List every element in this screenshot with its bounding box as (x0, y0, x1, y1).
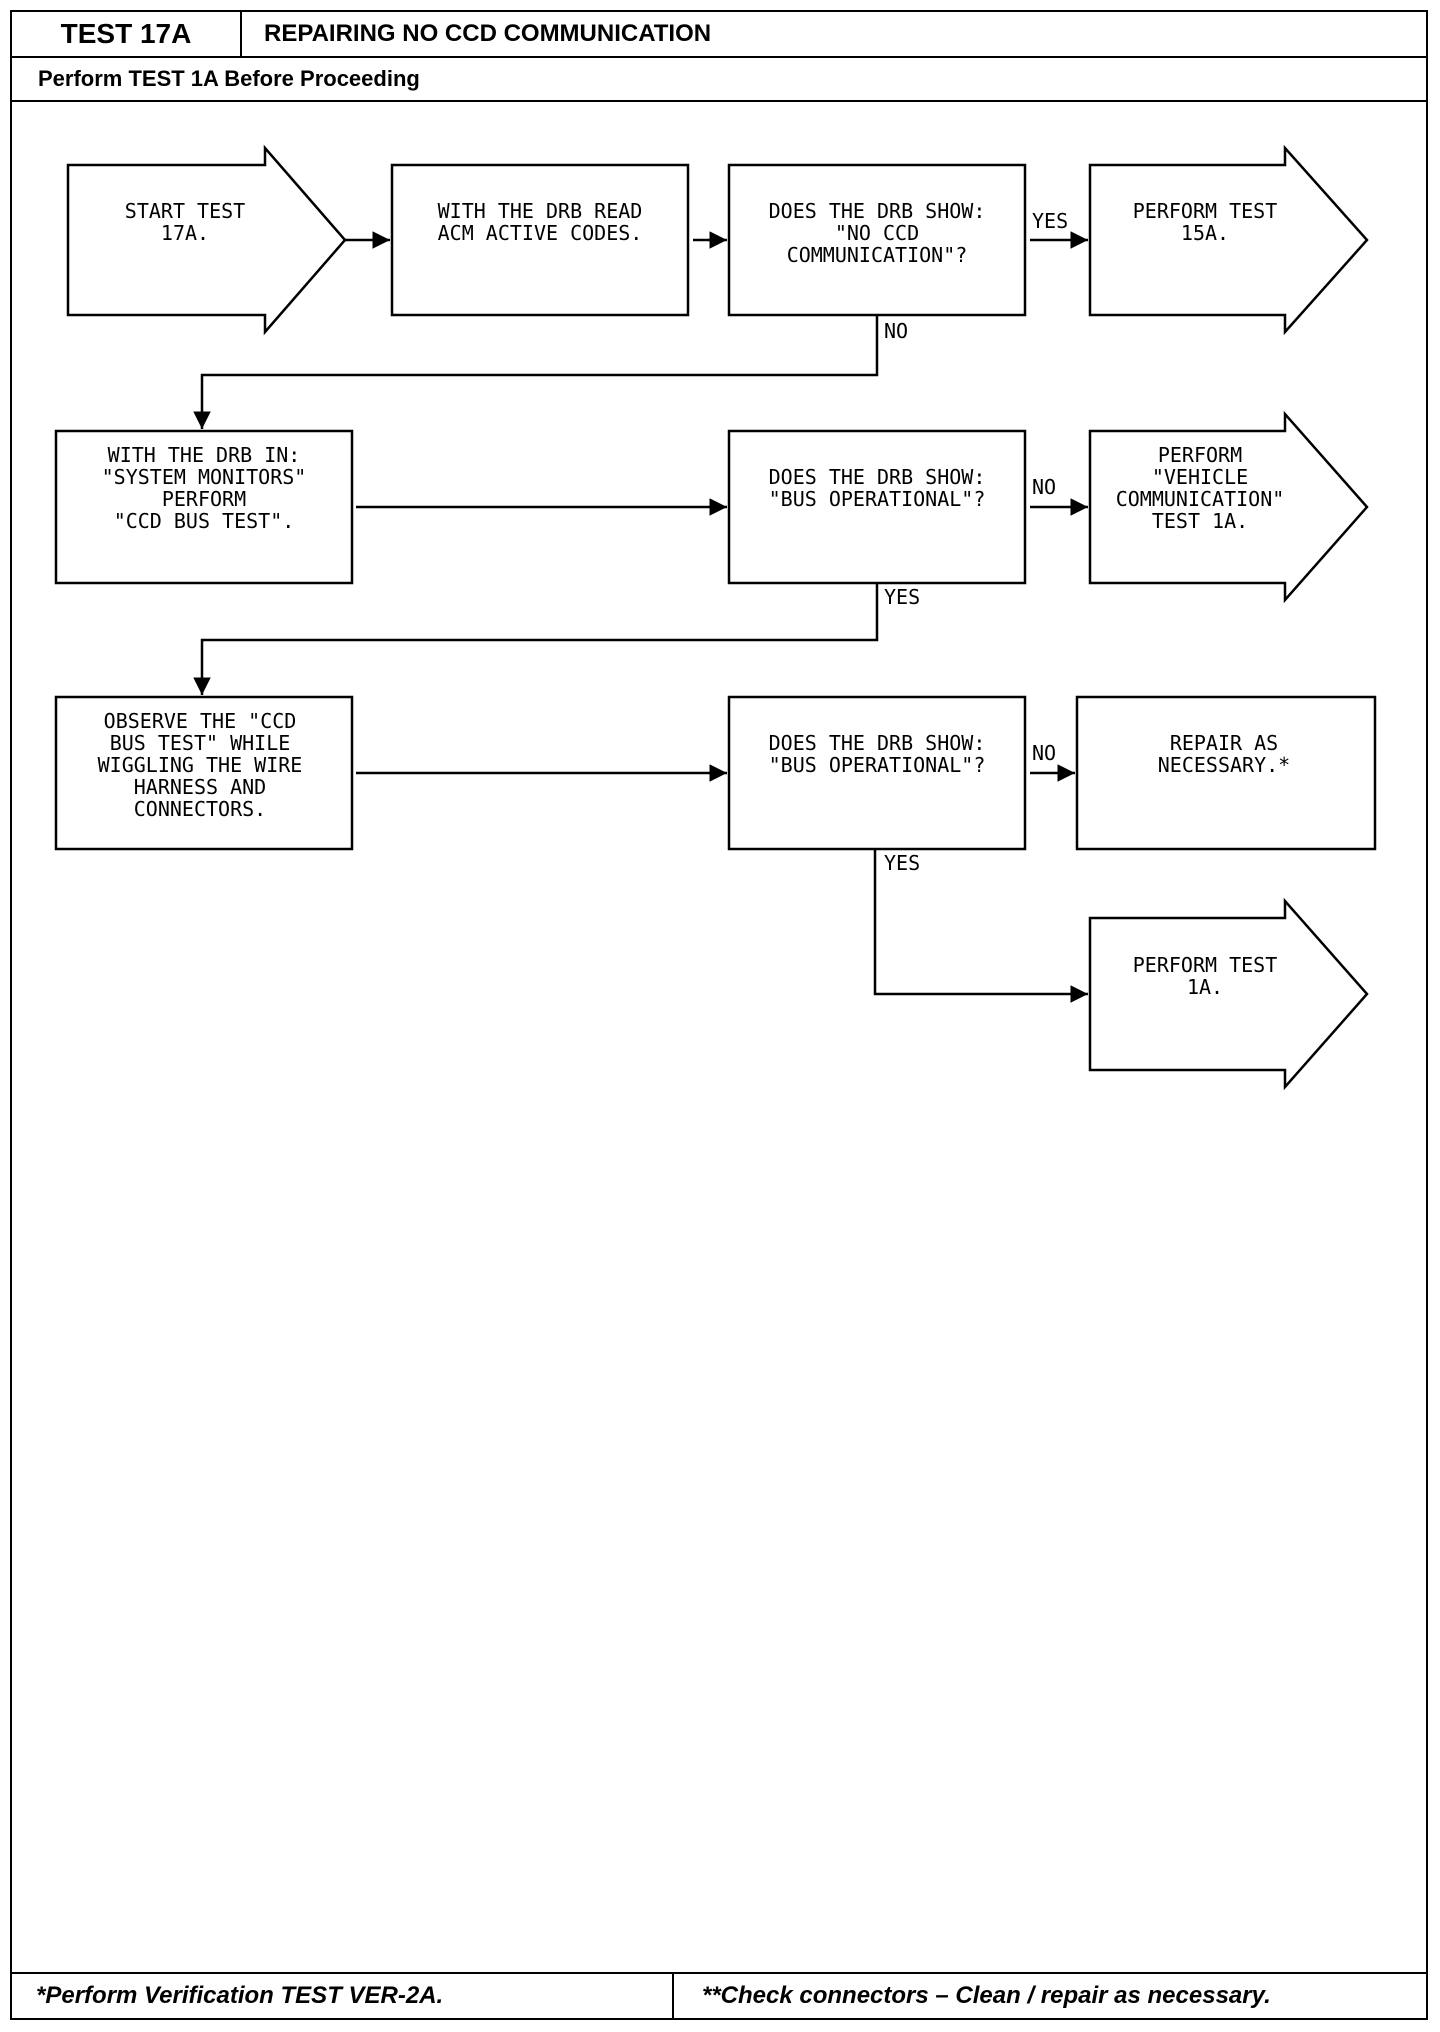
test-title: REPAIRING NO CCD COMMUNICATION (264, 20, 712, 47)
q-bus-2-line: DOES THE DRB SHOW: (769, 731, 986, 755)
sheet-header: TEST 17A REPAIRING NO CCD COMMUNICATION (12, 12, 1426, 58)
node-q-bus-1-text: DOES THE DRB SHOW:"BUS OPERATIONAL"? (769, 465, 986, 511)
node-q-bus-1-shape (727, 429, 1027, 585)
node-q-bus-2-text: DOES THE DRB SHOW:"BUS OPERATIONAL"? (769, 731, 986, 777)
label-q1-yes: YES (1032, 209, 1068, 233)
test-15a-line: 15A. (1181, 221, 1229, 245)
read-codes-line: ACM ACTIVE CODES. (438, 221, 643, 245)
edge-q3-yes (873, 849, 1088, 1003)
vehicle-comm-line: TEST 1A. (1152, 509, 1248, 533)
node-test-15a-shape (1088, 144, 1369, 336)
q-bus-2-line: "BUS OPERATIONAL"? (769, 753, 986, 777)
bus-test-line: PERFORM (162, 487, 246, 511)
node-start-shape (66, 144, 347, 336)
node-q-bus-2-shape (727, 695, 1027, 851)
start-line: START TEST (125, 199, 245, 223)
vehicle-comm-line: COMMUNICATION" (1116, 487, 1285, 511)
bus-test-line: "SYSTEM MONITORS" (102, 465, 307, 489)
read-codes-line: WITH THE DRB READ (438, 199, 643, 223)
start-line: 17A. (161, 221, 209, 245)
label-q1-no: NO (884, 319, 908, 343)
node-bus-test-text: WITH THE DRB IN:"SYSTEM MONITORS"PERFORM… (102, 443, 307, 533)
node-q-no-ccd-shape (727, 163, 1027, 317)
edge-q1-no (193, 315, 879, 429)
q-bus-1-line: DOES THE DRB SHOW: (769, 465, 986, 489)
test-15a-line: PERFORM TEST (1133, 199, 1278, 223)
q-no-ccd-line: "NO CCD (835, 221, 919, 245)
footnote-verification: *Perform Verification TEST VER-2A. (12, 1974, 674, 2018)
bus-test-line: "CCD BUS TEST". (114, 509, 295, 533)
observe-line: OBSERVE THE "CCD (104, 709, 297, 733)
bus-test-line: WITH THE DRB IN: (108, 443, 301, 467)
test-1a-line: 1A. (1187, 975, 1223, 999)
node-vehicle-comm-shape (1088, 410, 1369, 604)
observe-line: HARNESS AND (134, 775, 266, 799)
q-bus-1-line: "BUS OPERATIONAL"? (769, 487, 986, 511)
vehicle-comm-line: PERFORM (1158, 443, 1242, 467)
label-q3-no: NO (1032, 741, 1056, 765)
label-q2-yes: YES (884, 585, 920, 609)
diagnostic-sheet: TEST 17A REPAIRING NO CCD COMMUNICATION … (10, 10, 1428, 2020)
node-test-1a-shape (1088, 897, 1369, 1091)
q-no-ccd-line: DOES THE DRB SHOW: (769, 199, 986, 223)
observe-line: WIGGLING THE WIRE (98, 753, 303, 777)
prerequisite-note: Perform TEST 1A Before Proceeding (12, 58, 1426, 102)
label-q3-yes: YES (884, 851, 920, 875)
node-read-codes-shape (390, 163, 690, 317)
vehicle-comm-line: "VEHICLE (1152, 465, 1248, 489)
observe-line: CONNECTORS. (134, 797, 266, 821)
observe-line: BUS TEST" WHILE (110, 731, 291, 755)
repair-line: REPAIR AS (1170, 731, 1278, 755)
q-no-ccd-line: COMMUNICATION"? (787, 243, 968, 267)
sheet-footer: *Perform Verification TEST VER-2A. **Che… (12, 1972, 1426, 2018)
flow-connectors (193, 231, 1088, 1003)
test-1a-line: PERFORM TEST (1133, 953, 1278, 977)
repair-line: NECESSARY.* (1158, 753, 1290, 777)
node-observe-shape (54, 695, 354, 851)
node-bus-test-shape (54, 429, 354, 585)
edge-q2-yes (193, 583, 879, 695)
label-q2-no: NO (1032, 475, 1056, 499)
test-id: TEST 17A (12, 12, 242, 56)
footnote-connectors: **Check connectors – Clean / repair as n… (702, 1982, 1271, 2009)
node-repair-shape (1075, 695, 1377, 851)
